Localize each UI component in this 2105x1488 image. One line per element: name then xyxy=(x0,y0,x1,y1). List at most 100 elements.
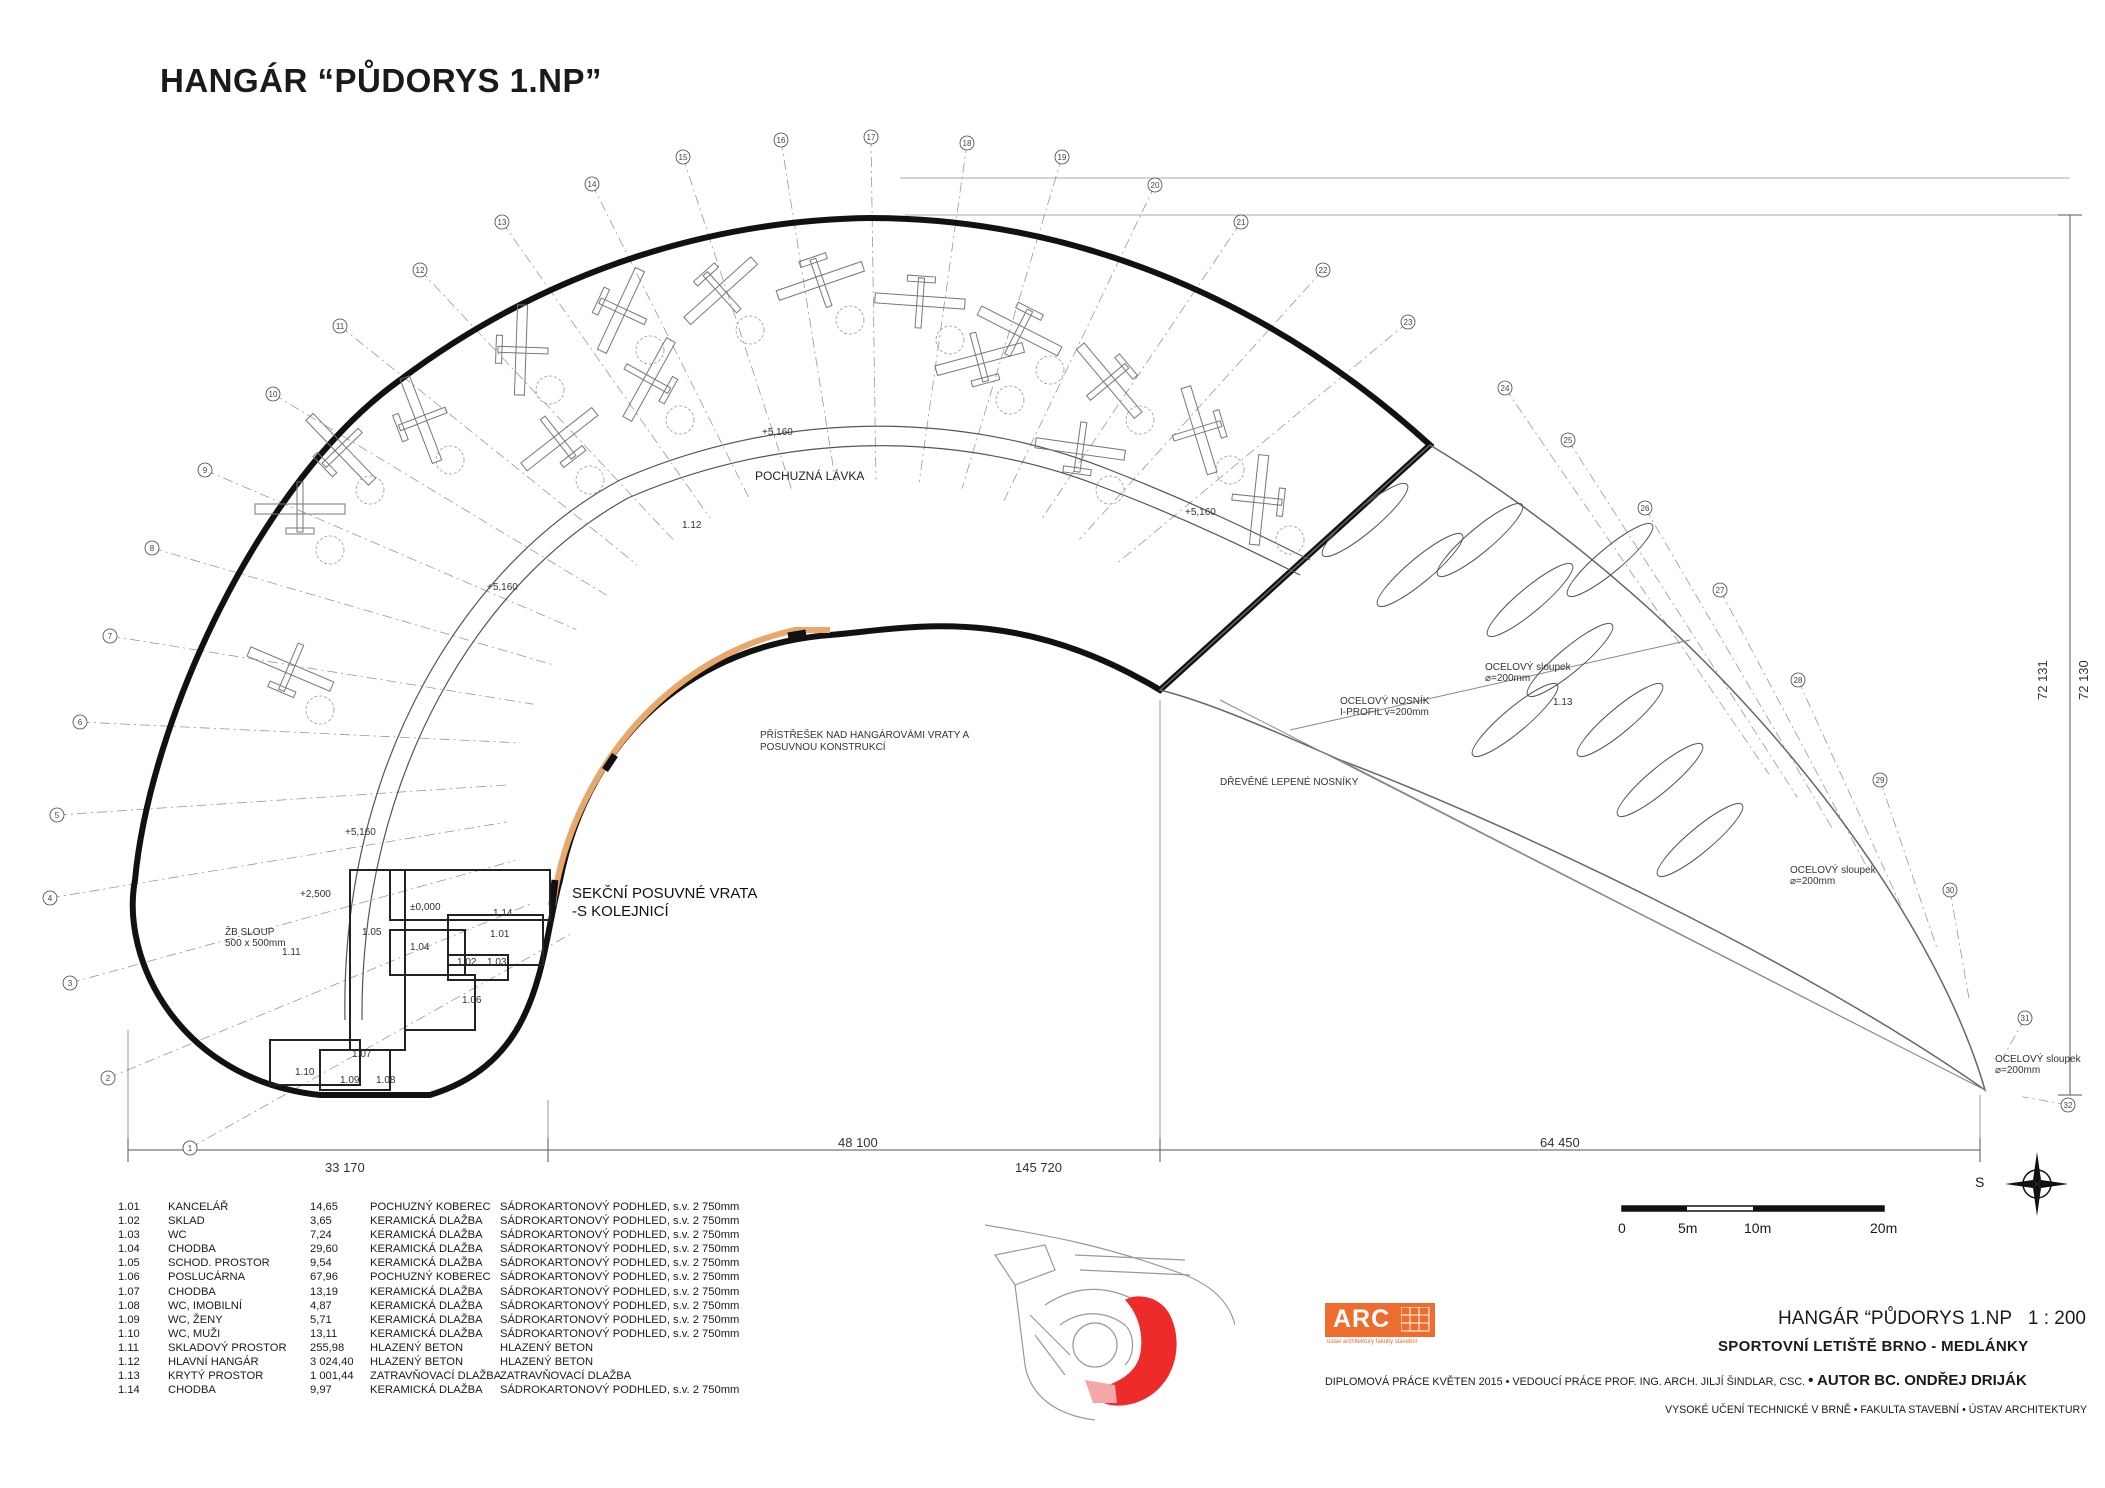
room-cell: KERAMICKÁ DLAŽBA xyxy=(370,1257,483,1270)
grid-bubble-label: 20 xyxy=(1151,181,1160,190)
grid-bubble-label: 6 xyxy=(78,718,83,727)
clearance-circle xyxy=(665,405,695,435)
room-cell: POSLUCÁRNA xyxy=(168,1271,246,1284)
room-cell: KERAMICKÁ DLAŽBA xyxy=(370,1285,483,1298)
arc-logo-subtitle: ústav architektury fakulty stavební xyxy=(1327,1339,1418,1345)
room-cell: 14,65 xyxy=(310,1201,338,1213)
column-size: 500 x 500mm xyxy=(225,938,286,949)
site-map xyxy=(985,1224,1235,1421)
aircraft-silhouette xyxy=(976,301,1063,357)
grid-bubble xyxy=(72,714,88,730)
scale-bar: 0 5m 10m 20m xyxy=(1612,1204,1897,1264)
room-number: 1.06 xyxy=(462,995,482,1006)
room-number: 1.09 xyxy=(340,1075,360,1086)
clearance-circle xyxy=(1125,405,1155,435)
grid-bubble-label: 10 xyxy=(269,390,278,399)
room-cell: CHODBA xyxy=(168,1384,216,1397)
grid-bubble xyxy=(102,628,118,644)
grid-bubble xyxy=(265,386,281,402)
grid-bubble-label: 30 xyxy=(1946,886,1955,895)
room-cell: 1.06 xyxy=(118,1271,140,1284)
grid-bubble xyxy=(494,214,510,230)
steel-beam-label: OCELOVÝ NOSNÍK xyxy=(1340,694,1430,707)
scale-label: 10m xyxy=(1744,1220,1772,1236)
drawing-scale: 1 : 200 xyxy=(2027,1308,2086,1329)
room-number: 1.05 xyxy=(362,927,382,938)
clearance-circle xyxy=(835,305,865,335)
grid-bubble-label: 32 xyxy=(2064,1101,2073,1110)
service-rooms xyxy=(269,869,551,1091)
room-cell: KERAMICKÁ DLAŽBA xyxy=(370,1313,483,1326)
room-cell: KERAMICKÁ DLAŽBA xyxy=(370,1243,483,1256)
column-label: ŽB SLOUP xyxy=(225,925,275,938)
grid-axis-line xyxy=(151,547,553,665)
door-label: SEKČNÍ POSUVNÉ VRATA xyxy=(572,885,757,902)
grid-axis-line xyxy=(69,859,516,984)
site-highlight xyxy=(1090,1296,1177,1406)
aircraft-silhouette xyxy=(683,256,759,326)
grid-bubble xyxy=(144,540,160,556)
clearance-circle xyxy=(435,445,465,475)
level-mark: ±0,000 xyxy=(410,902,441,913)
room-cell: POCHUZNÝ KOBEREC xyxy=(370,1271,491,1284)
grid-bubble-label: 8 xyxy=(150,544,155,553)
grid-bubble-label: 12 xyxy=(416,266,425,275)
grid-bubble-label: 16 xyxy=(777,136,786,145)
dimension-label: 48 100 xyxy=(838,1135,878,1150)
steel-column-label: OCELOVÝ sloupek xyxy=(1485,660,1572,673)
room-cell: 1.09 xyxy=(118,1313,140,1326)
grid-axis-line xyxy=(1117,321,1409,564)
glider-silhouette xyxy=(1486,562,1574,638)
room-cell: KRYTÝ PROSTOR xyxy=(168,1370,264,1383)
aircraft-silhouette xyxy=(391,375,448,465)
grid-bubble xyxy=(1712,582,1728,598)
grid-axis-line xyxy=(1644,507,1833,829)
scale-label: 20m xyxy=(1870,1220,1898,1236)
grid-axis-line xyxy=(1797,679,1902,906)
room-cell: 1.14 xyxy=(118,1384,140,1397)
grid-axis-line xyxy=(1504,387,1770,775)
credits-author: • AUTOR BC. ONDŘEJ DRIJÁK xyxy=(1808,1372,2027,1389)
structural-grid xyxy=(49,136,2069,1149)
grid-axis-line xyxy=(1949,889,1970,1001)
room-cell: SÁDROKARTONOVÝ PODHLED, s.v. 2 750mm xyxy=(500,1215,740,1228)
room-cell: KERAMICKÁ DLAŽBA xyxy=(370,1327,483,1340)
grid-bubble xyxy=(1054,149,1070,165)
grid-bubble xyxy=(2060,1097,2076,1113)
project-title: SPORTOVNÍ LETIŠTĚ BRNO - MEDLÁNKY xyxy=(1718,1338,2029,1355)
aircraft-silhouette xyxy=(1075,342,1143,420)
room-cell: ZATRAVŇOVACÍ DLAŽBA xyxy=(500,1370,632,1383)
page-title: HANGÁR “PŮDORYS 1.NP” xyxy=(160,62,602,99)
room-cell: WC, MUŽI xyxy=(168,1327,221,1340)
level-mark: +2,500 xyxy=(300,889,331,900)
glider-silhouette xyxy=(1436,502,1524,578)
grid-bubble xyxy=(1497,380,1513,396)
dimension-label: 72 131 xyxy=(2035,660,2050,700)
door-arc-black-2 xyxy=(787,629,807,640)
grid-bubble-label: 22 xyxy=(1319,266,1328,275)
grid-bubble-label: 15 xyxy=(679,153,688,162)
grid-bubble xyxy=(773,132,789,148)
clearance-circle xyxy=(635,335,665,365)
outer-wall xyxy=(129,214,1435,1098)
room-cell: SÁDROKARTONOVÝ PODHLED, s.v. 2 750mm xyxy=(500,1384,740,1397)
dimension-lines xyxy=(127,177,2082,1162)
grid-axis-line xyxy=(918,142,968,483)
grid-axis-line xyxy=(49,821,507,899)
room-cell: 3 024,40 xyxy=(310,1356,354,1369)
grid-axis-line xyxy=(2022,1096,2069,1106)
room-cell: 1.07 xyxy=(118,1285,140,1298)
grid-bubble-label: 11 xyxy=(336,322,345,331)
grid-axis-line xyxy=(339,325,638,566)
aircraft-silhouette xyxy=(1231,454,1286,546)
room-cell: HLAZENÝ BETON xyxy=(370,1341,464,1354)
room-cell: SÁDROKARTONOVÝ PODHLED, s.v. 2 750mm xyxy=(500,1327,740,1340)
grid-axis-line xyxy=(109,635,534,705)
room-cell: 4,87 xyxy=(310,1299,332,1312)
grid-bubble-label: 5 xyxy=(55,811,60,820)
room-cell: 1.02 xyxy=(118,1215,140,1228)
